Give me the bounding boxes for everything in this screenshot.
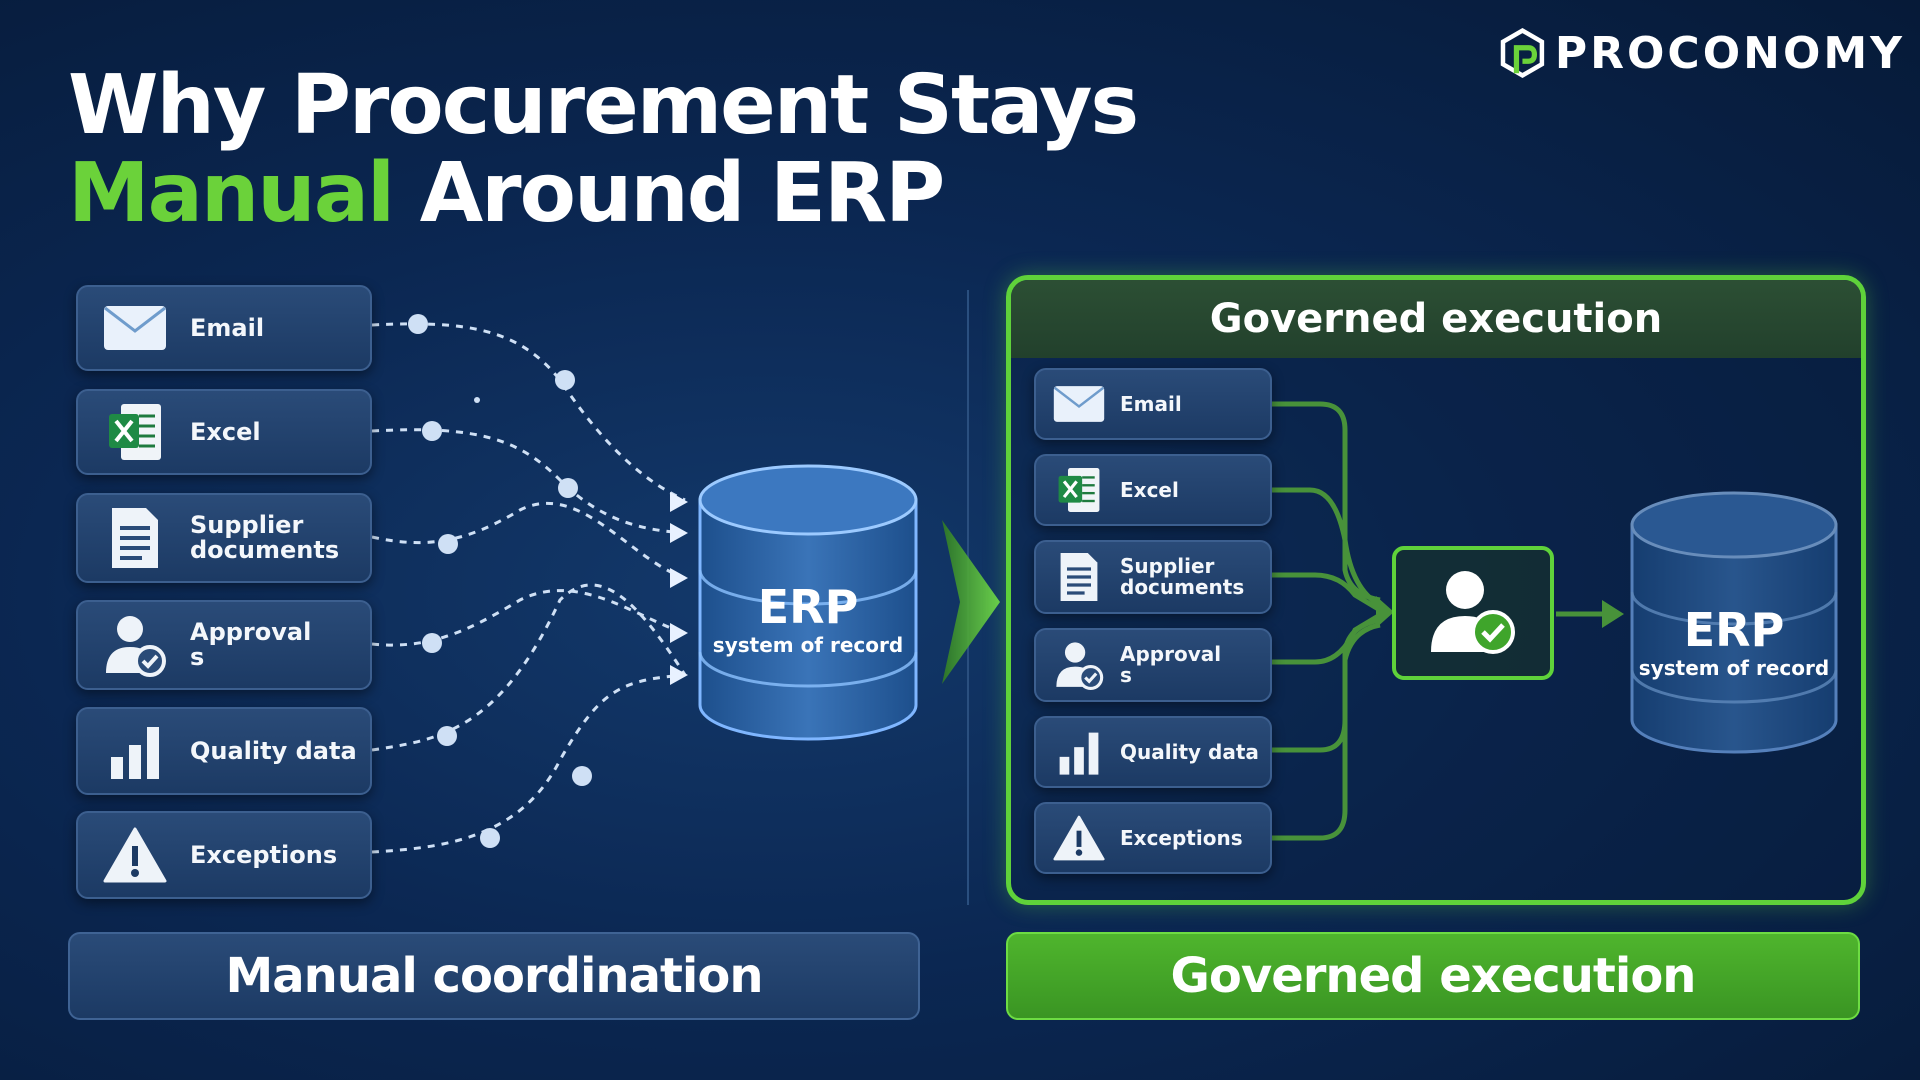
flow-arrowheads <box>670 492 688 685</box>
manual-flow-lines <box>371 322 687 854</box>
source-label: Excel <box>190 417 261 446</box>
transition-arrow-icon <box>942 520 1000 684</box>
footer-governed-execution: Governed execution <box>1006 932 1860 1020</box>
governance-approver-box <box>1392 546 1554 680</box>
logo-mark-icon <box>1500 27 1545 79</box>
source-label: Email <box>1120 391 1182 416</box>
governed-card-exceptions: Exceptions <box>1034 802 1272 874</box>
approval-icon <box>1050 640 1108 690</box>
source-label: Quality data <box>190 736 357 765</box>
governed-card-supplier-documents: Supplier documents <box>1034 540 1272 614</box>
source-label: Exceptions <box>190 840 338 869</box>
source-card-approvals: Approval s <box>76 600 372 690</box>
green-arrowheads <box>1376 596 1624 628</box>
page-title: Why Procurement Stays Manual Around ERP <box>68 58 1139 238</box>
erp-name: ERP <box>1683 603 1785 657</box>
source-label: Approval s <box>1120 642 1222 687</box>
approval-icon <box>100 613 170 677</box>
source-card-email: Email <box>76 285 372 371</box>
erp-subtitle: system of record <box>1638 656 1830 680</box>
governed-card-email: Email <box>1034 368 1272 440</box>
logo-text: PROCONOMY <box>1554 27 1905 79</box>
warning-icon <box>100 826 170 884</box>
source-label: Excel <box>1120 477 1179 502</box>
bar-chart-icon <box>1050 729 1108 775</box>
panel-header: Governed execution <box>1011 280 1861 358</box>
warning-icon <box>1050 814 1108 862</box>
governed-card-excel: Excel <box>1034 454 1272 526</box>
bar-chart-icon <box>100 723 170 779</box>
document-icon <box>100 506 170 570</box>
source-label: Supplier documents <box>190 511 340 564</box>
email-icon <box>1050 385 1108 423</box>
source-label: Exceptions <box>1120 825 1243 850</box>
email-icon <box>100 305 170 351</box>
governed-card-approvals: Approval s <box>1034 628 1272 702</box>
title-highlight: Manual <box>68 146 395 241</box>
governed-card-quality-data: Quality data <box>1034 716 1272 788</box>
source-label: Email <box>190 313 265 342</box>
title-line-1: Why Procurement Stays <box>68 58 1139 153</box>
erp-label-left: ERP system of record <box>700 582 916 658</box>
source-label: Quality data <box>1120 739 1259 764</box>
footer-manual-coordination: Manual coordination <box>68 932 920 1020</box>
title-line-2-rest: Around ERP <box>419 146 945 241</box>
governed-flow-lines <box>1270 401 1605 841</box>
approver-check-icon <box>1431 571 1515 654</box>
source-label: Supplier documents <box>1120 554 1245 599</box>
erp-name: ERP <box>757 580 859 634</box>
source-card-excel: Excel <box>76 389 372 475</box>
erp-label-right: ERP system of record <box>1632 605 1836 681</box>
flow-dots <box>408 314 592 848</box>
source-card-quality-data: Quality data <box>76 707 372 795</box>
excel-icon <box>100 402 170 462</box>
source-card-supplier-documents: Supplier documents <box>76 493 372 583</box>
document-icon <box>1050 551 1108 603</box>
source-label: Approval s <box>190 618 312 671</box>
erp-subtitle: system of record <box>712 633 904 657</box>
erp-database-right <box>1630 491 1838 754</box>
source-card-exceptions: Exceptions <box>76 811 372 899</box>
title-line-2: Manual Around ERP <box>68 150 1137 238</box>
brand-logo: PROCONOMY <box>1500 18 1905 88</box>
excel-icon <box>1050 466 1108 514</box>
erp-database-left <box>698 464 918 741</box>
